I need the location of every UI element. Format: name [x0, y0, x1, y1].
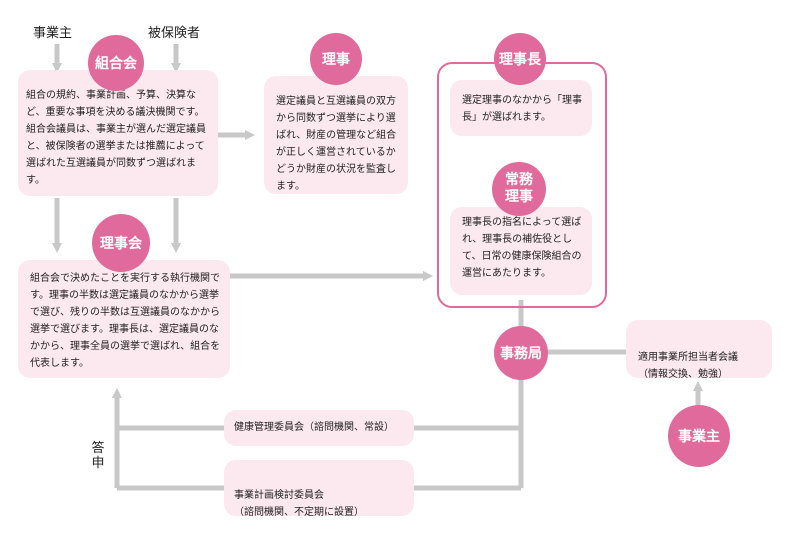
riji-description: 選定議員と互選議員の双方から同数ずつ選挙により選ばれ、財産の管理など組合が正しく… — [276, 96, 397, 192]
tekiyo-box: 適用事業所担当者会議 （情報交換、勉強） — [626, 320, 772, 380]
kumiaikai-title: 組合会 — [88, 35, 144, 91]
kenko-iinkai-box: 健康管理委員会（諮問機関、常設） — [224, 410, 414, 446]
rijikai-title: 理事会 — [92, 214, 150, 272]
jomu-box: 理事長の指名によって選ばれ、理事長の補佐役として、日常の健康保険組合の運営にあた… — [450, 207, 592, 295]
jomu-title: 常務 理事 — [492, 162, 546, 216]
kumiaikai-box: 組合の規約、事業計画、予算、決算など、重要な事項を決める議決機関です。組合会議員… — [18, 70, 218, 196]
toushin-label: 答申 — [91, 441, 105, 471]
rijikai-box: 組合会で決めたことを実行する執行機関です。理事の半数は選定議員のなかから選挙で選… — [18, 260, 230, 378]
riji-title: 理事 — [310, 33, 362, 85]
jimukyoku-title: 事務局 — [494, 326, 548, 380]
riji-box: 選定議員と互選議員の双方から同数ずつ選挙により選ばれ、財産の管理など組合が正しく… — [264, 76, 408, 194]
kenko-iinkai-label: 健康管理委員会（諮問機関、常設） — [234, 422, 394, 433]
keikaku-iinkai-label: 事業計画検討委員会 （諮問機関、不定期に設置） — [234, 490, 364, 518]
keikaku-iinkai-box: 事業計画検討委員会 （諮問機関、不定期に設置） — [224, 460, 414, 518]
label-insured: 被保険者 — [148, 26, 201, 41]
rijikai-description: 組合会で決めたことを実行する執行機関です。理事の半数は選定議員のなかから選挙で選… — [30, 273, 221, 369]
tekiyo-description: 適用事業所担当者会議 （情報交換、勉強） — [638, 352, 738, 380]
employer-bottom-title: 事業主 — [668, 405, 730, 467]
rijicho-title: 理事長 — [494, 33, 546, 85]
kumiaikai-description: 組合の規約、事業計画、予算、決算など、重要な事項を決める議決機関です。組合会議員… — [26, 90, 206, 186]
label-employer-top: 事業主 — [33, 26, 73, 41]
rijicho-description: 選定理事のなかから「理事長」が選ばれます。 — [462, 95, 582, 123]
rijicho-box: 選定理事のなかから「理事長」が選ばれます。 — [450, 80, 592, 136]
jomu-description: 理事長の指名によって選ばれ、理事長の補佐役として、日常の健康保険組合の運営にあた… — [462, 217, 582, 279]
